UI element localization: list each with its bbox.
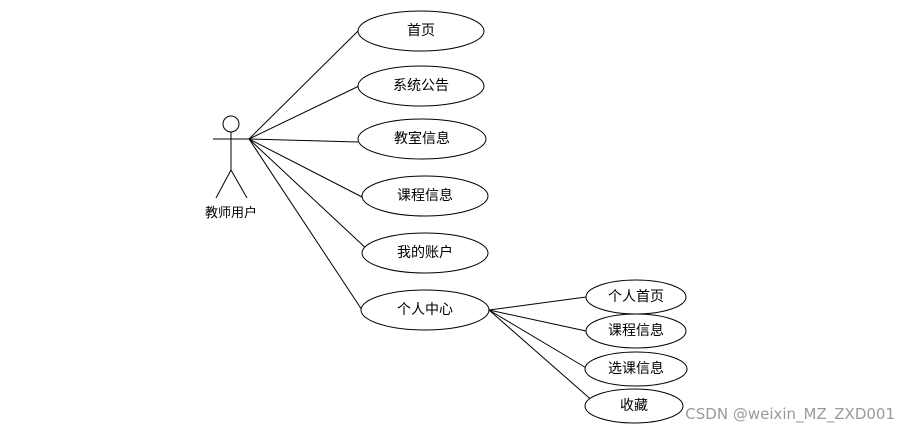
actor-head: [222, 115, 240, 133]
watermark: CSDN @weixin_MZ_ZXD001: [685, 405, 895, 423]
use-case-sub-course: 课程信息: [585, 313, 687, 349]
connection-favorites: [488, 309, 596, 404]
connection-account: [248, 138, 371, 253]
use-case-course: 课程信息: [361, 175, 489, 217]
use-case-classroom: 教室信息: [357, 118, 487, 160]
sub-connections: [488, 296, 596, 404]
use-case-label: 选课信息: [608, 360, 664, 377]
use-case-label: 首页: [407, 23, 435, 39]
connection-personal: [248, 138, 363, 311]
connection-home: [248, 30, 359, 140]
actor-connections: [248, 30, 371, 311]
use-case-label: 个人中心: [397, 302, 453, 318]
use-case-account: 我的账户: [361, 232, 489, 274]
use-case-announcement: 系统公告: [357, 65, 485, 107]
use-case-label: 教室信息: [394, 130, 450, 147]
use-case-label: 个人首页: [608, 289, 664, 305]
use-case-personal: 个人中心: [360, 289, 490, 331]
connection-course: [248, 138, 365, 199]
connection-course-selection: [488, 309, 589, 370]
use-case-home: 首页: [357, 10, 485, 52]
use-case-course-selection: 选课信息: [584, 351, 688, 387]
connection-classroom: [248, 138, 359, 143]
connection-announcement: [248, 85, 360, 140]
actor-figure: [213, 115, 249, 199]
use-case-label: 课程信息: [397, 187, 453, 204]
use-case-label: 系统公告: [393, 78, 449, 94]
actor-left-leg: [215, 169, 232, 199]
use-case-label: 收藏: [620, 398, 648, 414]
use-case-label: 我的账户: [397, 244, 453, 261]
connection-personal-home: [488, 296, 587, 311]
connection-sub-course: [488, 309, 587, 332]
actor-right-leg: [230, 169, 248, 199]
actor-label: 教师用户: [205, 205, 257, 221]
use-case-favorites: 收藏: [584, 388, 684, 424]
use-case-personal-home: 个人首页: [585, 279, 687, 315]
use-case-label: 课程信息: [608, 322, 664, 339]
